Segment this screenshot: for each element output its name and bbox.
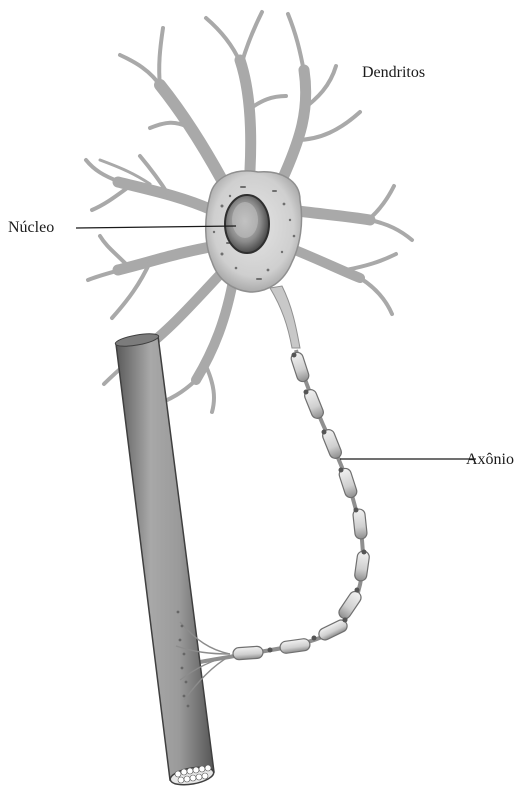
axon: [200, 350, 363, 662]
axonio-label: Axônio: [466, 451, 514, 469]
axon-hillock: [270, 286, 300, 348]
myelin-sheath: [233, 351, 370, 660]
muscle-fiber: [114, 331, 215, 787]
nucleo-label: Núcleo: [8, 219, 54, 237]
dendritos-label: Dendritos: [362, 64, 425, 82]
